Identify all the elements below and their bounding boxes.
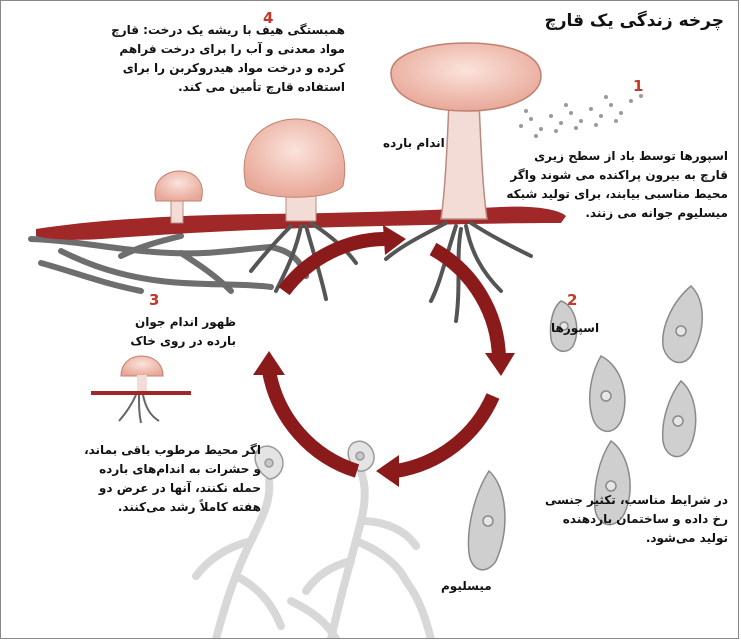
young-fruiting-body: [91, 356, 191, 423]
label-spores: اسپورها: [551, 321, 599, 335]
step-4-text: همبستگی هیف با ریشه یک درخت: قارچ مواد م…: [35, 21, 345, 97]
spore-dots: [519, 94, 643, 138]
life-cycle-arrows: [269, 239, 499, 471]
step-number-3: 3: [149, 291, 159, 309]
step-2-text: در شرایط مناسب، تکثیر جنسی رخ داده و ساخ…: [508, 491, 728, 548]
diagram-title: چرخه زندگی یک قارچ: [544, 11, 724, 31]
step-3-text: ظهور اندام جوان بارده در روی خاک: [56, 313, 236, 351]
small-mushroom: [155, 171, 202, 223]
tree-roots: [31, 236, 306, 291]
life-cycle-arrowheads: [253, 225, 515, 487]
medium-mushroom: [244, 119, 345, 221]
step-number-1: 1: [633, 77, 643, 95]
label-mycelium: میسلیوم: [441, 579, 492, 593]
label-fruiting-body: اندام بارده: [383, 136, 445, 150]
step-1-text: اسپورها توسط باد از سطح زیری قارچ به بیر…: [478, 147, 728, 223]
step-number-2: 2: [567, 291, 577, 309]
growth-note: اگر محیط مرطوب باقی بماند، و حشرات به ان…: [11, 441, 261, 517]
